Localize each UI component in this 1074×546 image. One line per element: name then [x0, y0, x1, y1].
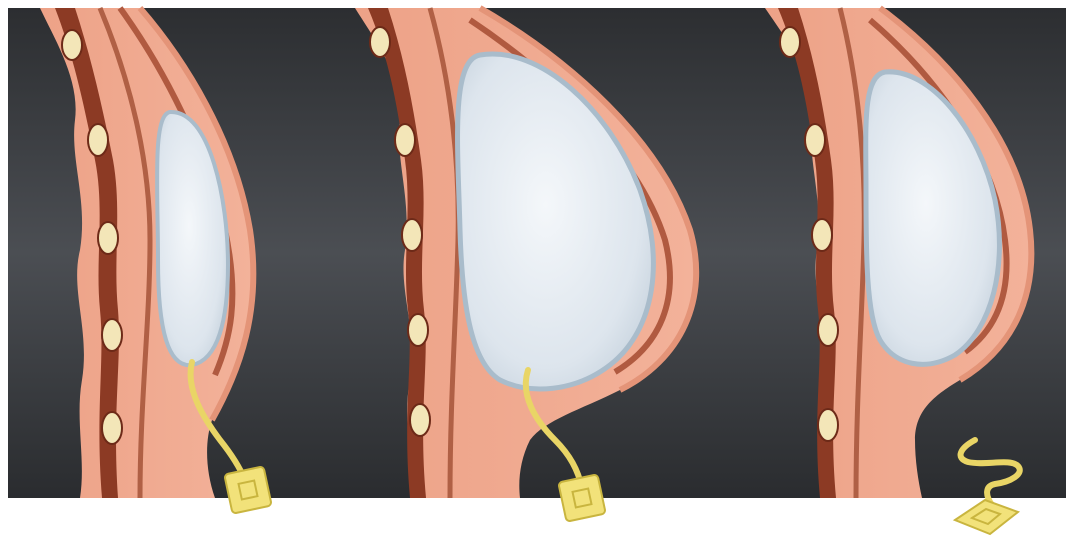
panel-2-rib	[408, 314, 428, 346]
panel-3-removed-port	[955, 500, 1018, 534]
panel-3-rib	[812, 219, 832, 251]
panel-1-rib	[62, 30, 82, 60]
panel-3-rib	[780, 27, 800, 57]
panel-1-rib	[102, 412, 122, 444]
panel-2-fill-port	[558, 474, 605, 521]
panel-1-fill-port	[224, 466, 271, 513]
panel-1-rib	[102, 319, 122, 351]
panel-1-rib	[88, 124, 108, 156]
panel-2-rib	[410, 404, 430, 436]
panel-3-rib	[805, 124, 825, 156]
panel-2-rib	[395, 124, 415, 156]
panel-1-rib	[98, 222, 118, 254]
panel-2-rib	[402, 219, 422, 251]
panel-3-rib	[818, 409, 838, 441]
panel-2-rib	[370, 27, 390, 57]
panel-3-rib	[818, 314, 838, 346]
